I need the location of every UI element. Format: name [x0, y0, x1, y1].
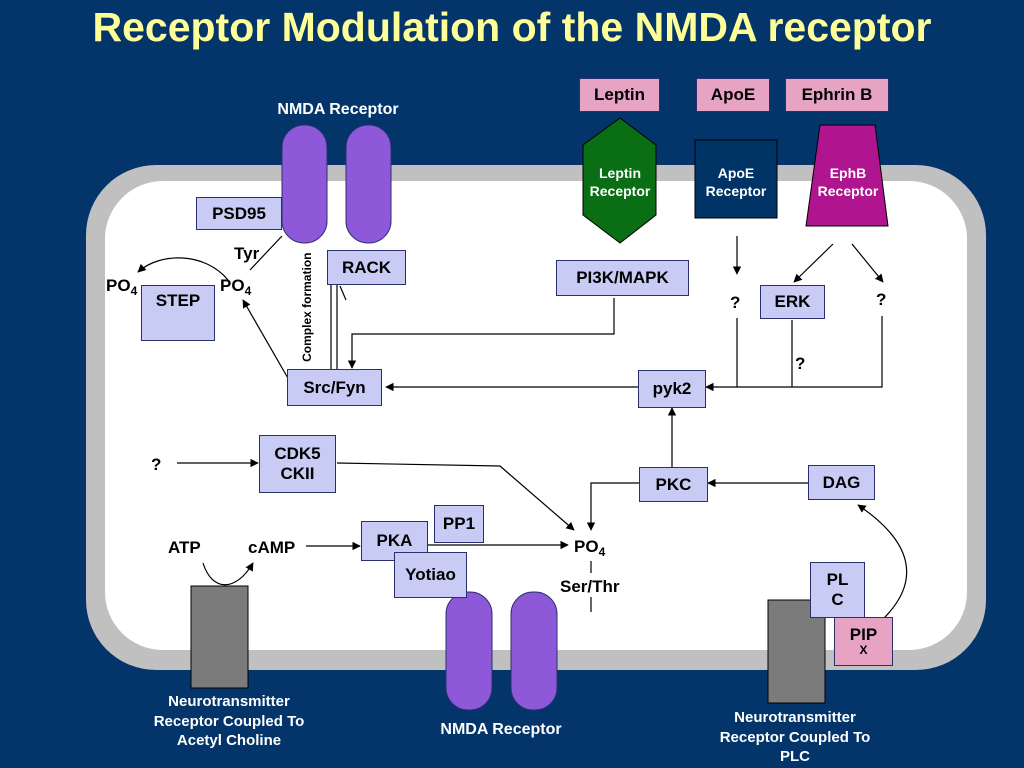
nmda-bottom-subunit-left [445, 591, 493, 711]
psd95-node: PSD95 [196, 197, 282, 230]
serthr-po4-label: PO4 [574, 537, 605, 559]
apoe-receptor-shape [694, 139, 778, 219]
nmda-top-subunit-right [345, 124, 392, 244]
cdk5-ckii-node: CDK5 CKII [259, 435, 336, 493]
leptin-ligand: Leptin [579, 78, 660, 112]
apoe-ligand: ApoE [696, 78, 770, 112]
cdk5-to-po4-arrow [336, 462, 575, 531]
apoe-receptor-label: ApoE Receptor [705, 165, 767, 200]
tyr-po4-label: PO4 [220, 276, 251, 298]
pip-x-node: PIP X [834, 617, 893, 666]
nmda-receptor-top-label: NMDA Receptor [277, 101, 399, 118]
step-dephosphorylation-arrow [137, 257, 229, 281]
pkc-node: PKC [639, 467, 708, 502]
ephb-to-question-arrow [851, 243, 884, 283]
erk-question-mark: ? [795, 354, 806, 373]
srcfyn-to-po4-arrow [242, 299, 290, 381]
tyr-connector [249, 235, 283, 271]
rack-tick [339, 285, 347, 301]
pp1-node: PP1 [434, 505, 484, 543]
po-text: PO [574, 537, 599, 556]
pip-label: PIP [849, 624, 878, 644]
ephb-question-to-pyk2-arrow [705, 316, 883, 392]
acetylcholine-receptor-label: Neurotransmitter Receptor Coupled To Ace… [153, 693, 305, 749]
camp-label: cAMP [248, 538, 296, 557]
dag-node: DAG [808, 465, 875, 500]
ephb-receptor-shape [805, 124, 889, 227]
pi3k-to-srcfyn-arrow [347, 298, 615, 369]
ephb-question-mark: ? [876, 290, 887, 309]
pip-to-dag-arrow [857, 504, 908, 623]
cdk5-label: CDK5 [274, 444, 321, 464]
tyr-label: Tyr [234, 244, 260, 263]
po-subscript: 4 [130, 284, 138, 298]
leptin-receptor-shape [582, 117, 657, 244]
step-po4-label: PO4 [106, 276, 137, 298]
po-text: PO [220, 276, 245, 295]
ephrin-b-ligand: Ephrin B [785, 78, 889, 112]
complex-formation-label: Complex formation [299, 252, 314, 362]
acetylcholine-receptor-body [190, 585, 249, 689]
ckii-label: CKII [280, 464, 315, 483]
nmda-top-subunit-left [281, 124, 328, 244]
pi3k-mapk-node: PI3K/MAPK [556, 260, 689, 296]
nmda-bottom-subunit-right [510, 591, 558, 711]
po-subscript: 4 [598, 545, 606, 559]
ephb-receptor-label: EphB Receptor [817, 165, 879, 200]
step-node: STEP [141, 285, 215, 341]
cell-interior [105, 181, 967, 650]
rack-node: RACK [327, 250, 406, 285]
leptin-receptor-label: Leptin Receptor [589, 165, 651, 200]
ephb-to-erk-arrow [793, 243, 834, 283]
po-text: PO [106, 276, 131, 295]
atp-label: ATP [168, 538, 201, 557]
atp-to-camp-arrow [202, 562, 254, 586]
plc-receptor-label: Neurotransmitter Receptor Coupled To PLC [719, 709, 871, 765]
pkc-to-po4-arrow [586, 482, 639, 531]
nmda-receptor-bottom-label: NMDA Receptor [440, 721, 562, 738]
plc-node: PL C [810, 562, 865, 618]
pip-subscript: X [859, 643, 868, 658]
pyk2-node: pyk2 [638, 370, 706, 408]
ser-thr-label: Ser/Thr [560, 577, 620, 596]
apoe-question-mark: ? [730, 293, 741, 312]
po-subscript: 4 [244, 284, 252, 298]
page-title: Receptor Modulation of the NMDA receptor [92, 4, 932, 50]
yotiao-node: Yotiao [394, 552, 467, 598]
erk-node: ERK [760, 285, 825, 319]
src-fyn-node: Src/Fyn [287, 369, 382, 406]
cdk5-question-mark: ? [151, 455, 162, 474]
